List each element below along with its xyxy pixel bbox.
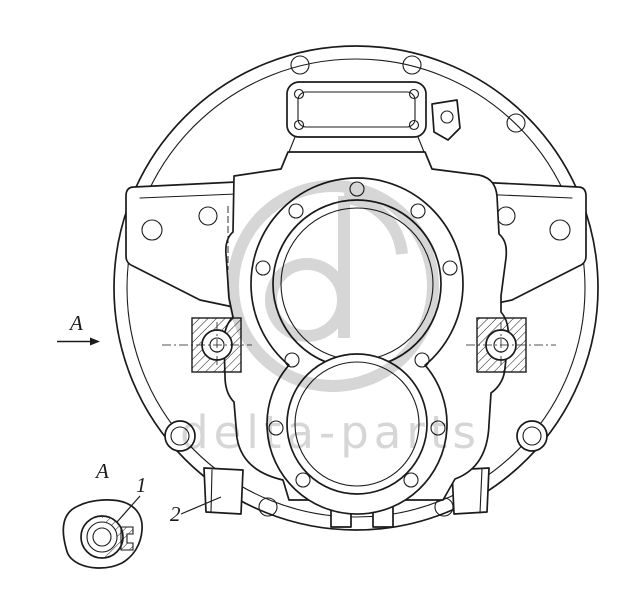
bolt-hole [198,206,218,226]
lower-bore-inner [294,361,420,487]
top-opening-bore [297,91,416,128]
detail-ring-outer [80,515,124,559]
top-bracket [431,99,461,141]
left-bushing-boss [162,317,252,373]
right-foot [451,467,490,515]
housing-inner-rim [126,58,586,518]
opening-boss-line [288,136,425,153]
detail-section-hatch [102,516,123,558]
leader-line-1 [116,495,141,523]
bolt-hole [293,119,305,131]
flywheel-housing-drawing [113,45,599,531]
watermark-logo-ring [227,180,439,392]
bolt-hole [258,497,278,517]
watermark-logo-arc [343,192,408,255]
bolt-hole [290,55,310,75]
left-boss-centerline [162,322,252,368]
bolt-hole [288,203,304,219]
rim-lug-boss [516,420,548,452]
bolt-hole [170,426,190,446]
bolt-hole [295,472,311,488]
bolt-hole [408,88,420,100]
bolt-hole [284,352,300,368]
bolt-hole [414,352,430,368]
bolt-hole [268,420,284,436]
bolt-hole [255,260,271,276]
view-arrow-head [90,337,100,346]
bolt-hole [410,203,426,219]
bolt-hole [141,219,163,241]
watermark-text: delta-parts [180,406,481,459]
gasket-bolt-holes [255,181,458,488]
bolt-hole [403,472,419,488]
detail-key-step [120,526,134,551]
left-foot-edge [210,469,213,513]
detail-cap-outline [62,499,143,569]
left-foot [203,467,244,515]
callout-label-1: 1 [136,473,147,497]
left-wing-outline [125,181,239,309]
left-wing-edge [139,193,237,199]
bolt-hole [430,420,446,436]
top-opening [286,81,427,153]
detail-ring-inner [92,527,112,547]
rim-lug-boss [164,420,196,452]
housing-outer-rim [113,45,599,531]
bolt-hole [440,110,454,124]
bolt-hole [506,113,526,133]
leader-line-2 [180,496,222,515]
left-mounting-wing [125,181,239,309]
watermark: delta-parts [180,180,481,459]
detail-ring-mid [86,521,118,553]
detail-view-a [62,499,143,569]
right-bushing-boss [466,317,556,373]
bolt-hole [293,88,305,100]
callouts: A A 1 2 [57,311,222,526]
right-foot-edge [479,468,483,514]
bolt-hole [408,119,420,131]
right-boss-centerline [466,322,556,368]
bolt-hole [402,55,422,75]
bolt-hole [442,260,458,276]
top-bracket-outline [431,99,461,141]
callout-label-2: 2 [170,502,181,526]
view-arrow-label: A [68,311,83,335]
bolt-hole [549,219,571,241]
detail-view-title: A [94,459,109,483]
bolt-hole [522,426,542,446]
rim-bolt-holes [170,55,542,517]
